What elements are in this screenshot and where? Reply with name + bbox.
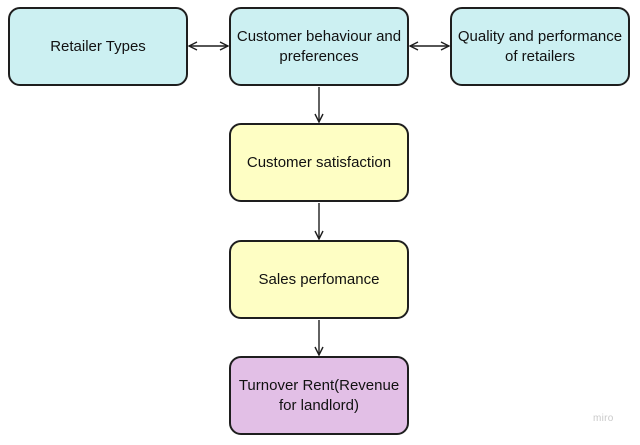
node-sales-performance[interactable]: Sales perfomance xyxy=(229,240,409,319)
node-label: Turnover Rent(Revenue for landlord) xyxy=(238,376,400,414)
miro-watermark: miro xyxy=(593,413,614,424)
node-retailer-types[interactable]: Retailer Types xyxy=(8,7,188,86)
node-label: Customer satisfaction xyxy=(246,153,392,171)
node-turnover-rent[interactable]: Turnover Rent(Revenue for landlord) xyxy=(229,356,409,435)
node-quality-performance[interactable]: Quality and performance of retailers xyxy=(450,7,630,86)
node-label: Customer behaviour and preferences xyxy=(236,27,402,65)
node-label: Retailer Types xyxy=(50,37,146,55)
node-label: Sales perfomance xyxy=(258,270,380,288)
node-label: Quality and performance of retailers xyxy=(457,27,623,65)
node-customer-satisfaction[interactable]: Customer satisfaction xyxy=(229,123,409,202)
node-customer-behaviour[interactable]: Customer behaviour and preferences xyxy=(229,7,409,86)
